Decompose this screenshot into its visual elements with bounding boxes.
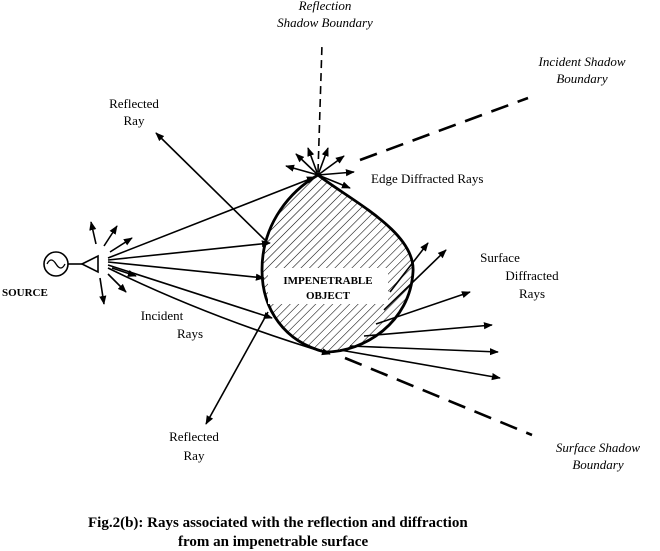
edge-diffracted-ray [295, 153, 319, 176]
edge-diffracted-label: Edge Diffracted Rays [371, 171, 483, 186]
reflection-shadow-label-1: Reflection [298, 0, 352, 13]
surface-diffracted-ray [339, 349, 501, 381]
incident-ray [107, 240, 271, 261]
incident-rays-label-1: Incident [141, 308, 184, 323]
object-label-1: IMPENETRABLE [283, 275, 372, 287]
source-label: SOURCE [2, 287, 48, 299]
object-label-2: OBJECT [306, 290, 351, 302]
incident-shadow-boundary [359, 96, 529, 162]
source-ray [111, 267, 137, 277]
source-ray [109, 237, 133, 253]
edge-diffracted-ray [317, 147, 329, 176]
incident-ray [107, 264, 273, 319]
edge-diffracted-ray [317, 169, 355, 177]
incident-rays-label-2: Rays [177, 326, 203, 341]
reflected-ray-top-label-1: Reflected [109, 96, 159, 111]
incident-shadow-label-2: Boundary [556, 71, 608, 86]
impenetrable-object [260, 173, 415, 354]
surface-diffracted-label-2: Diffracted [505, 268, 559, 283]
edge-diffracted-ray [285, 164, 319, 176]
reflected-ray-bottom [205, 311, 269, 425]
object-label-box [268, 268, 388, 304]
incident-ray [107, 267, 331, 356]
figure-caption-line-1: Fig.2(b): Rays associated with the refle… [88, 515, 468, 531]
source-ray [107, 273, 127, 293]
surface-diffracted-ray [363, 322, 493, 337]
surface-shadow-label-1: Surface Shadow [556, 440, 640, 455]
edge-diffracted-ray [317, 174, 351, 189]
reflected-ray-bottom-label-1: Reflected [169, 429, 219, 444]
incident-ray [107, 176, 316, 259]
sine-wave-icon [46, 259, 66, 269]
source-ray [99, 277, 107, 305]
reflection-shadow-boundary [317, 43, 323, 173]
surface-diffracted-ray [383, 249, 447, 311]
reflection-shadow-label-2: Shadow Boundary [277, 15, 373, 30]
source-ray [89, 221, 97, 245]
reflected-ray-top [155, 132, 269, 244]
antenna-icon [80, 254, 99, 274]
surface-shadow-label-2: Boundary [572, 457, 624, 472]
edge-diffracted-ray [317, 155, 345, 176]
surface-diffracted-ray [375, 291, 471, 325]
reflected-ray-bottom-label-2: Ray [184, 448, 205, 463]
incident-ray [107, 261, 265, 281]
figure-caption-line-2: from an impenetrable surface [178, 534, 368, 550]
reflected-ray-top-label-2: Ray [124, 113, 145, 128]
surface-diffracted-label-3: Rays [519, 286, 545, 301]
surface-shadow-boundary [344, 356, 533, 437]
incident-shadow-label-1: Incident Shadow [537, 54, 625, 69]
surface-diffracted-ray [349, 345, 499, 356]
source-ray [103, 225, 118, 247]
edge-diffracted-ray [307, 147, 319, 176]
surface-diffracted-label-1: Surface [480, 250, 520, 265]
surface-diffracted-ray [389, 242, 429, 293]
